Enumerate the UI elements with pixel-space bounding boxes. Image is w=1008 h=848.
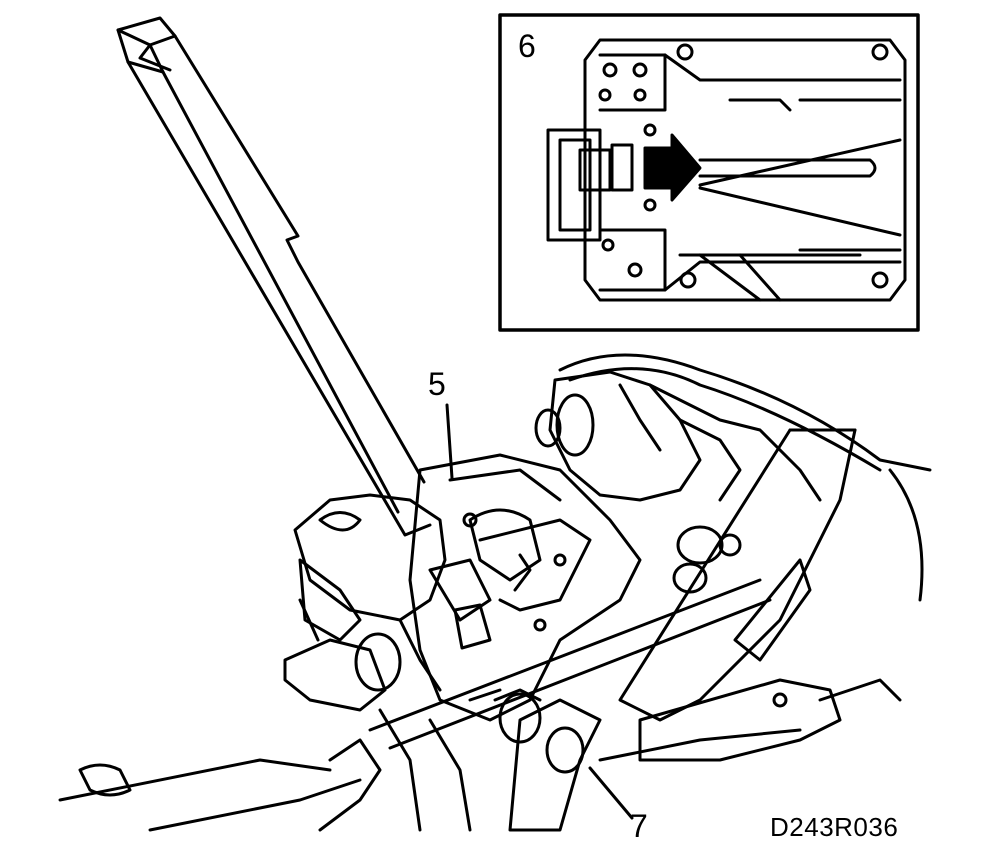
callout-5: 5 (428, 366, 446, 402)
actuator-motor (534, 353, 932, 594)
figure-code: D243R036 (770, 812, 899, 842)
arrow-right-icon (643, 133, 702, 202)
mounting-bracket (618, 428, 924, 762)
inset-frame (498, 13, 920, 332)
inset-detail-view (498, 13, 920, 332)
callout-6: 6 (518, 28, 536, 64)
gate-plate (408, 453, 642, 722)
callout-7: 7 (630, 808, 648, 844)
pivot-shaft (368, 578, 772, 832)
inset-housing (583, 38, 907, 302)
floor-pan (58, 678, 902, 832)
leader-line-7 (588, 766, 634, 820)
gear-lever-rod (116, 16, 432, 537)
lever-socket (283, 493, 447, 712)
leader-line-5 (445, 403, 454, 480)
